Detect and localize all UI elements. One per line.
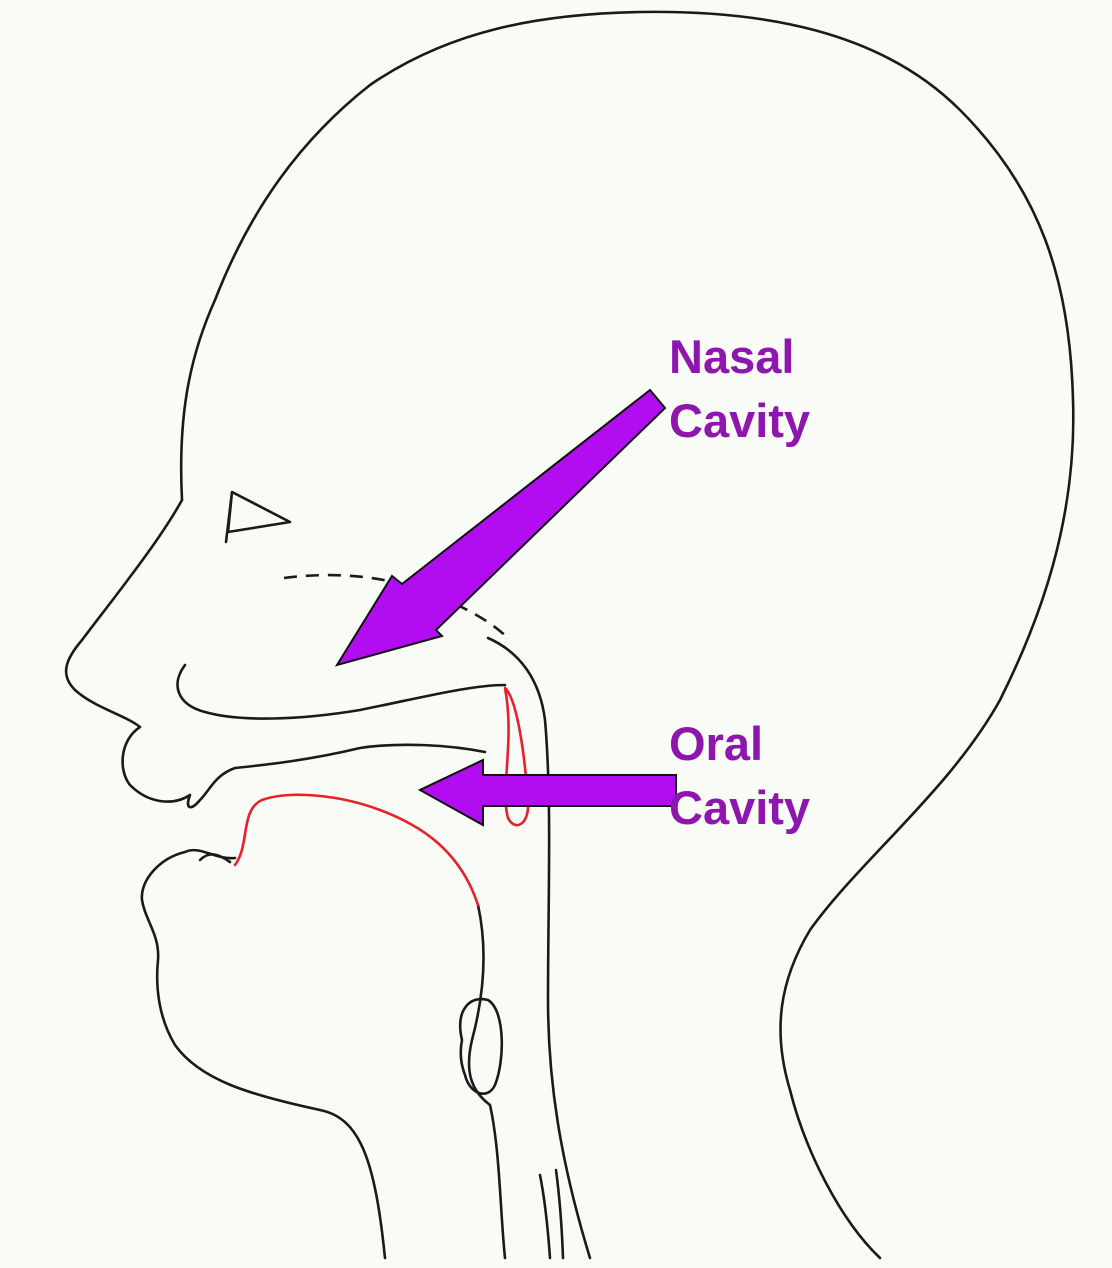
jaw-outline (142, 850, 385, 1258)
trachea-line-1 (540, 1175, 550, 1258)
oral-cavity-label-line1: Oral (669, 712, 810, 776)
oral-cavity-label-line2: Cavity (669, 776, 810, 840)
tongue-surface-highlight (235, 795, 478, 905)
nasal-cavity-label: Nasal Cavity (669, 325, 810, 453)
eye (226, 492, 290, 542)
nasal-cavity-arrow (337, 390, 665, 665)
lower-lip (200, 854, 230, 862)
head-outline (181, 12, 1073, 1258)
nasal-cavity-label-line1: Nasal (669, 325, 810, 389)
trachea-line-2 (556, 1170, 563, 1258)
hard-palate (178, 665, 505, 719)
oral-cavity-label: Oral Cavity (669, 712, 810, 840)
epiglottis (460, 999, 502, 1094)
tongue-root (469, 905, 505, 1258)
face-profile (66, 500, 485, 807)
nasal-cavity-label-line2: Cavity (669, 389, 810, 453)
pharynx-wall (488, 638, 590, 1258)
